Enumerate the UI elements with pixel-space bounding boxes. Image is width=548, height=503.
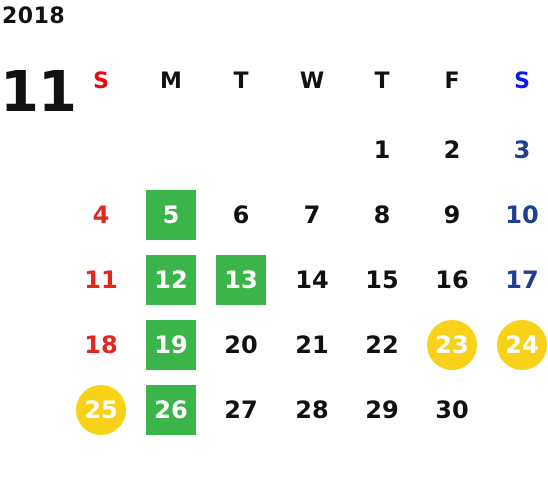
- weekday-sunday: S: [93, 69, 109, 94]
- day-cell[interactable]: 22: [365, 331, 399, 359]
- empty-day-cell: [216, 125, 266, 175]
- weekday-monday: M: [160, 69, 182, 94]
- day-cell[interactable]: 8: [373, 201, 391, 229]
- day-cell[interactable]: 14: [295, 266, 329, 294]
- weekday-friday: F: [444, 69, 460, 94]
- week-row: 1 2 3: [0, 125, 548, 175]
- day-cell[interactable]: 20: [224, 331, 258, 359]
- day-cell[interactable]: 26: [146, 385, 196, 435]
- empty-day-cell: [146, 125, 196, 175]
- day-cell[interactable]: 24: [497, 320, 547, 370]
- day-cell[interactable]: 18: [84, 331, 118, 359]
- day-cell[interactable]: 15: [365, 266, 399, 294]
- year-label: 2018: [2, 4, 66, 29]
- month-number: 11: [0, 60, 77, 125]
- day-cell[interactable]: 11: [84, 266, 118, 294]
- week-row: 11 12 13 14 15 16 17: [0, 255, 548, 305]
- day-cell[interactable]: 12: [146, 255, 196, 305]
- day-cell[interactable]: 13: [216, 255, 266, 305]
- day-cell[interactable]: 16: [435, 266, 469, 294]
- empty-day-cell: [76, 125, 126, 175]
- day-cell[interactable]: 21: [295, 331, 329, 359]
- week-row: 4 5 6 7 8 9 10: [0, 190, 548, 240]
- day-cell[interactable]: 6: [232, 201, 250, 229]
- weekday-thursday: T: [374, 69, 390, 94]
- day-cell[interactable]: 17: [505, 266, 539, 294]
- week-row: 18 19 20 21 22 23 24: [0, 320, 548, 370]
- day-cell[interactable]: 3: [513, 136, 531, 164]
- day-cell[interactable]: 7: [303, 201, 321, 229]
- weekday-wednesday: W: [299, 69, 325, 94]
- day-cell[interactable]: 4: [92, 201, 110, 229]
- weekday-header-row: S M T W T F S: [0, 62, 548, 102]
- day-cell[interactable]: 25: [76, 385, 126, 435]
- day-cell[interactable]: 27: [224, 396, 258, 424]
- weekday-tuesday: T: [233, 69, 249, 94]
- empty-day-cell: [287, 125, 337, 175]
- day-cell[interactable]: 29: [365, 396, 399, 424]
- weekday-saturday: S: [514, 69, 530, 94]
- day-cell[interactable]: 9: [443, 201, 461, 229]
- week-row: 25 26 27 28 29 30: [0, 385, 548, 435]
- day-cell[interactable]: 19: [146, 320, 196, 370]
- day-cell[interactable]: 23: [427, 320, 477, 370]
- day-cell[interactable]: 5: [146, 190, 196, 240]
- day-cell[interactable]: 28: [295, 396, 329, 424]
- day-cell[interactable]: 1: [373, 136, 391, 164]
- day-cell[interactable]: 30: [435, 396, 469, 424]
- day-cell[interactable]: 2: [443, 136, 461, 164]
- empty-day-cell: [497, 385, 547, 435]
- day-cell[interactable]: 10: [505, 201, 539, 229]
